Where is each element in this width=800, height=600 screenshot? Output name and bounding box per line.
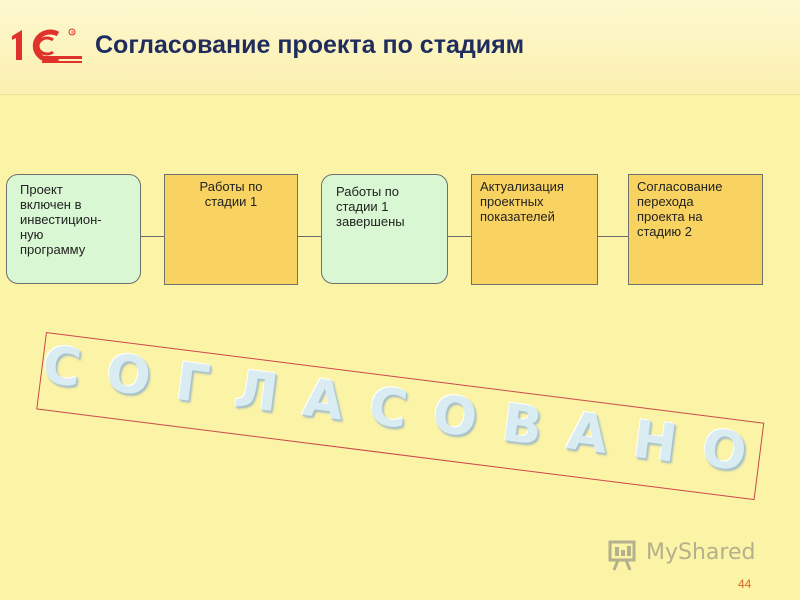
page-number: 44	[738, 577, 752, 591]
presentation-board-icon	[608, 540, 636, 571]
slide-header: ® Согласование проекта по стадиям	[0, 0, 800, 95]
svg-text:®: ®	[71, 30, 75, 35]
connector-3-4	[448, 236, 471, 237]
flow-step-stage2-approval: Согласование перехода проекта на стадию …	[628, 174, 763, 285]
connector-4-5	[597, 236, 629, 237]
flow-step-stage1-works: Работы по стадии 1	[164, 174, 298, 285]
connector-1-2	[140, 236, 164, 237]
flow-step-label: Актуализация проектных показателей	[480, 179, 564, 224]
flow-step-indicators-update: Актуализация проектных показателей	[471, 174, 598, 285]
flow-step-stage1-completed: Работы по стадии 1 завершены	[321, 174, 448, 284]
myshared-watermark: MyShared	[606, 538, 766, 572]
watermark-text: MyShared	[646, 540, 756, 565]
flow-step-project-included: Проект включен в инвестицион- ную програ…	[6, 174, 141, 284]
page-title: Согласование проекта по стадиям	[95, 31, 525, 59]
flow-step-label: Проект включен в инвестицион- ную програ…	[20, 182, 102, 257]
flow-step-label: Работы по стадии 1	[199, 179, 263, 209]
flow-step-label: Согласование перехода проекта на стадию …	[637, 179, 723, 239]
connector-2-3	[297, 236, 322, 237]
flow-step-label: Работы по стадии 1 завершены	[336, 184, 405, 229]
1c-logo: ®	[12, 28, 82, 63]
